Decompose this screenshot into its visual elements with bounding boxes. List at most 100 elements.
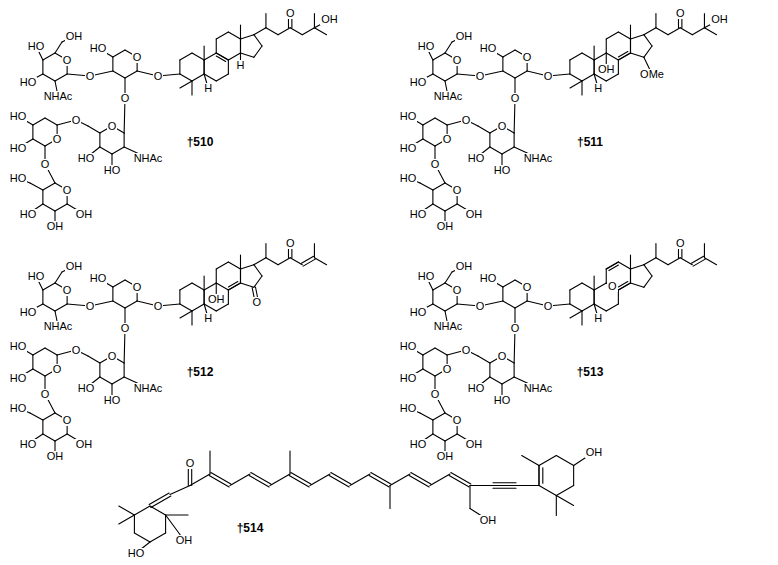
atom-label: O bbox=[510, 93, 521, 104]
bond-line bbox=[371, 473, 391, 485]
atom-label: O bbox=[185, 458, 196, 469]
atom-label: O bbox=[522, 282, 533, 293]
bond-line bbox=[704, 14, 705, 28]
atom-label: HO bbox=[399, 143, 418, 154]
compound-number: †510 bbox=[186, 136, 215, 148]
bond-line bbox=[228, 281, 237, 286]
atom-label: O bbox=[120, 93, 131, 104]
bond-line bbox=[55, 204, 67, 211]
bond-line bbox=[228, 60, 229, 74]
atom-label: NHAc bbox=[523, 153, 554, 164]
bond-line bbox=[630, 25, 631, 39]
atom-label: HO bbox=[409, 307, 428, 318]
bond-line bbox=[502, 57, 503, 71]
bond-line bbox=[100, 147, 112, 154]
atom-label: O bbox=[461, 345, 472, 356]
bond-line bbox=[43, 413, 55, 420]
atom-label: OH bbox=[65, 31, 84, 42]
bond-line bbox=[422, 355, 423, 369]
atom-label: H bbox=[593, 83, 603, 94]
atom-label: O bbox=[40, 389, 51, 400]
bond-line bbox=[290, 258, 302, 265]
bond-line bbox=[265, 14, 266, 28]
bond-line bbox=[606, 304, 618, 311]
atom-label: O bbox=[71, 345, 82, 356]
bond-line bbox=[582, 53, 594, 60]
atom-label: HO bbox=[19, 439, 38, 450]
bond-line bbox=[470, 485, 493, 486]
bond-line bbox=[420, 413, 433, 420]
compound-number: †513 bbox=[576, 366, 605, 378]
bond-line bbox=[216, 304, 228, 311]
bond-line bbox=[490, 377, 502, 384]
bond-line bbox=[32, 355, 33, 369]
bond-line bbox=[680, 28, 692, 35]
bond-line bbox=[594, 46, 595, 60]
bond-line bbox=[112, 377, 124, 384]
atom-label: OH bbox=[465, 209, 484, 220]
bond-line bbox=[331, 473, 351, 485]
atom-label: HO bbox=[103, 395, 122, 406]
atom-label: O bbox=[132, 282, 143, 293]
bond-line bbox=[570, 74, 582, 81]
bond-line bbox=[423, 118, 435, 125]
bond-line bbox=[240, 265, 253, 269]
atom-label: H bbox=[593, 313, 603, 324]
atom-label: O bbox=[107, 351, 118, 362]
bond-line bbox=[301, 256, 313, 263]
atom-label: HO bbox=[409, 209, 428, 220]
bond-line bbox=[228, 53, 240, 60]
atom-label: OH bbox=[597, 64, 616, 75]
bond-line bbox=[478, 356, 490, 363]
atom-label: O bbox=[497, 121, 508, 132]
atom-label: O bbox=[675, 8, 686, 19]
bond-line bbox=[204, 276, 205, 290]
compound-number: †514 bbox=[236, 522, 265, 534]
atom-label: O bbox=[153, 71, 164, 82]
atom-label: HO bbox=[467, 153, 486, 164]
bond-line bbox=[124, 133, 125, 147]
bond-line bbox=[204, 290, 205, 304]
bond-line bbox=[270, 474, 290, 486]
bond-line bbox=[704, 244, 705, 258]
bond-line bbox=[433, 204, 445, 211]
bond-line bbox=[33, 118, 45, 125]
bond-line bbox=[644, 46, 652, 57]
bond-line bbox=[489, 133, 490, 147]
bond-line bbox=[290, 28, 302, 35]
atom-label: O bbox=[52, 364, 63, 375]
bond-line bbox=[266, 28, 278, 35]
atom-label: O bbox=[62, 285, 73, 296]
atom-label: O bbox=[607, 281, 618, 292]
bond-line bbox=[166, 514, 188, 515]
atom-label: OH bbox=[320, 14, 339, 25]
bond-line bbox=[435, 118, 447, 125]
bond-line bbox=[618, 290, 619, 304]
bond-line bbox=[204, 60, 205, 74]
bond-line bbox=[556, 496, 557, 516]
bond-line bbox=[265, 244, 266, 258]
atom-label: HO bbox=[9, 111, 28, 122]
atom-label: O bbox=[452, 55, 463, 66]
bond-line bbox=[88, 356, 100, 363]
bond-line bbox=[33, 348, 45, 355]
atom-label: OH bbox=[455, 261, 474, 272]
bond-line bbox=[582, 283, 594, 290]
atom-label: OH bbox=[75, 209, 94, 220]
atom-label: OH bbox=[479, 515, 498, 526]
bond-line bbox=[656, 28, 668, 35]
bond-line bbox=[124, 363, 125, 377]
bond-line bbox=[112, 287, 113, 301]
bond-line bbox=[594, 53, 606, 60]
bond-line bbox=[112, 147, 124, 154]
bond-line bbox=[165, 515, 166, 533]
bond-line bbox=[179, 290, 180, 304]
bond-line bbox=[644, 28, 656, 35]
bond-line bbox=[594, 290, 595, 304]
bond-line bbox=[503, 301, 515, 308]
bond-line bbox=[32, 125, 33, 139]
atom-label: HO bbox=[103, 165, 122, 176]
bond-line bbox=[445, 272, 452, 283]
bond-line bbox=[433, 183, 445, 190]
atom-label: O bbox=[461, 115, 472, 126]
